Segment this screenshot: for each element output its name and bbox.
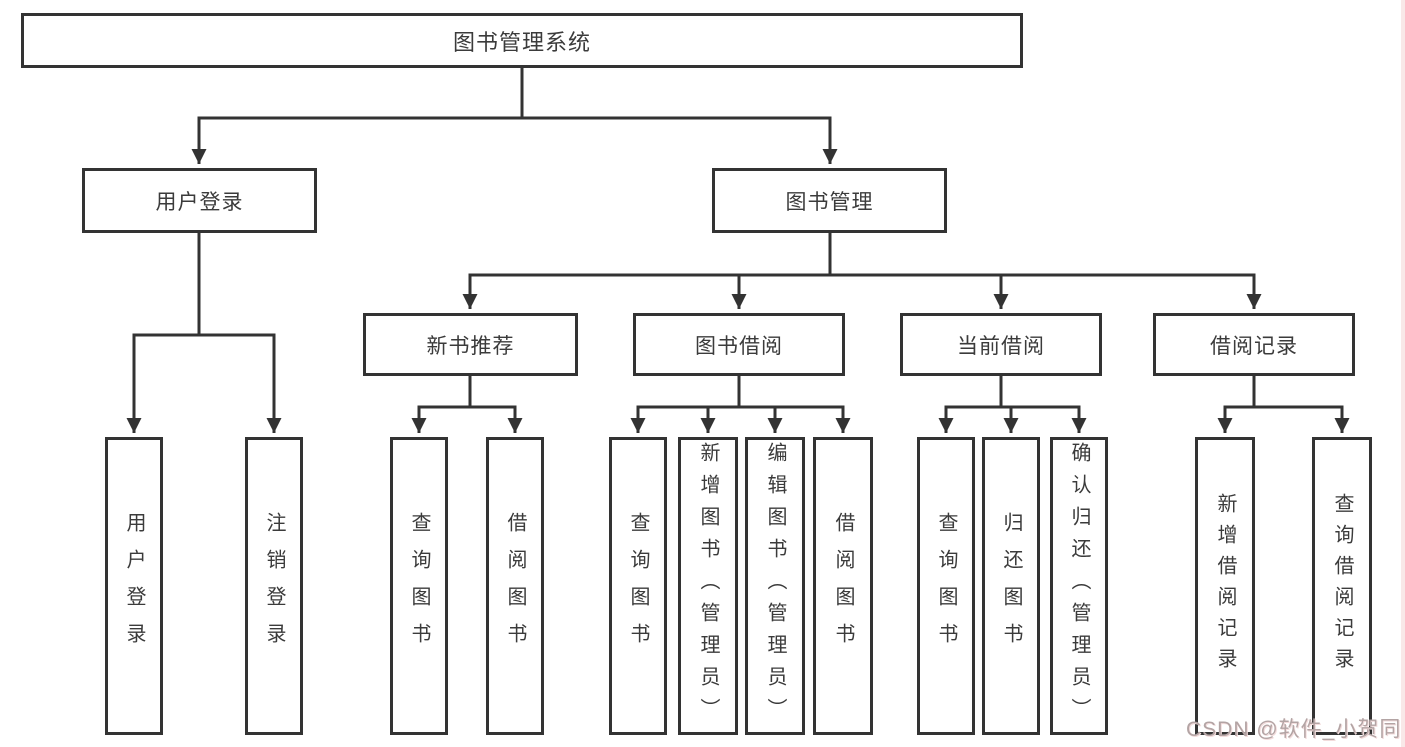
node-library-management-system: 图书管理系统 <box>21 13 1023 68</box>
node-book-management: 图书管理 <box>712 168 947 233</box>
node-label: 借阅记录 <box>1210 334 1298 358</box>
node-current-borrowing: 当前借阅 <box>900 313 1102 376</box>
leaf-query-books-borrow: 查询图书 <box>609 437 667 735</box>
leaf-query-borrow-record: 查询借阅记录 <box>1312 437 1372 735</box>
node-label: 注销登录 <box>263 512 285 660</box>
node-book-borrowing: 图书借阅 <box>633 313 845 376</box>
node-label: 查询图书 <box>408 512 430 660</box>
node-label: 新书推荐 <box>426 334 515 358</box>
node-label: 图书管理 <box>785 190 874 214</box>
node-label: 借阅图书 <box>504 512 526 660</box>
node-label: 归还图书 <box>1000 512 1022 660</box>
node-label: 图书借阅 <box>695 334 783 358</box>
leaf-edit-books-admin: 编辑图书（管理员） <box>745 437 805 735</box>
node-new-book-recommendation: 新书推荐 <box>363 313 578 376</box>
node-user-login: 用户登录 <box>82 168 317 233</box>
leaf-user-login: 用户登录 <box>105 437 163 735</box>
node-borrowing-records: 借阅记录 <box>1153 313 1355 376</box>
node-label: 当前借阅 <box>957 334 1045 358</box>
node-label: 新增图书（管理员） <box>697 442 719 730</box>
leaf-query-books-recommend: 查询图书 <box>390 437 448 735</box>
leaf-add-borrow-record: 新增借阅记录 <box>1195 437 1255 735</box>
leaf-borrow-books: 借阅图书 <box>813 437 873 735</box>
leaf-logout: 注销登录 <box>245 437 303 735</box>
node-label: 图书管理系统 <box>452 29 591 55</box>
node-label: 用户登录 <box>123 512 145 660</box>
node-label: 编辑图书（管理员） <box>764 442 786 730</box>
leaf-add-books-admin: 新增图书（管理员） <box>678 437 738 735</box>
leaf-return-books: 归还图书 <box>982 437 1040 735</box>
csdn-watermark: CSDN @软件_小贺同学 <box>1186 718 1405 741</box>
node-label: 用户登录 <box>155 190 244 214</box>
leaf-borrow-books-recommend: 借阅图书 <box>486 437 544 735</box>
node-label: 查询图书 <box>935 512 957 660</box>
node-label: 借阅图书 <box>832 512 854 660</box>
leaf-confirm-return-admin: 确认归还（管理员） <box>1050 437 1108 735</box>
page-edge-tint <box>1401 0 1405 747</box>
node-label: 查询借阅记录 <box>1331 493 1353 679</box>
leaf-query-books-current: 查询图书 <box>917 437 975 735</box>
node-label: 新增借阅记录 <box>1214 493 1236 679</box>
node-label: 确认归还（管理员） <box>1068 442 1090 730</box>
node-label: 查询图书 <box>627 512 649 660</box>
